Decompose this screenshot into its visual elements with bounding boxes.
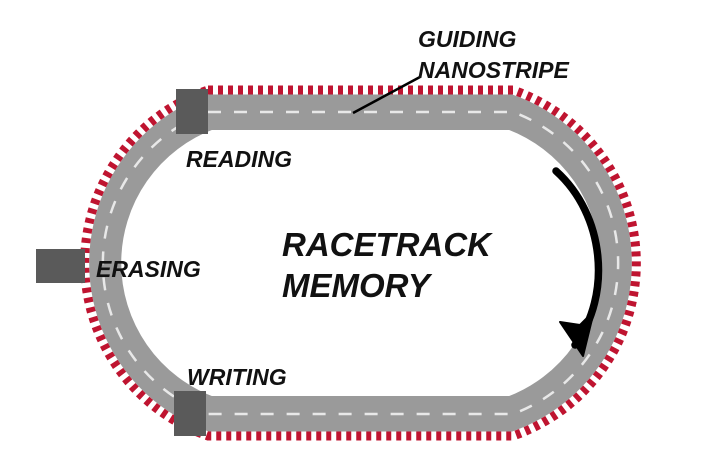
diagram-title-line1: RACETRACK: [282, 226, 493, 263]
guiding-nanostripe-label-line1: GUIDING: [418, 26, 517, 52]
rotation-arrow: [552, 167, 603, 357]
guiding-nanostripe-label-line2: NANOSTRIPE: [418, 57, 569, 83]
erasing-label: ERASING: [96, 256, 201, 282]
erasing-head-block[interactable]: [36, 249, 85, 283]
nanostripe-leader-line: [352, 75, 421, 115]
diagram-title-line2: MEMORY: [282, 267, 433, 304]
reading-label: READING: [186, 146, 292, 172]
reading-head-block[interactable]: [176, 89, 208, 134]
writing-head-block[interactable]: [174, 391, 206, 436]
writing-label: WRITING: [187, 364, 287, 390]
